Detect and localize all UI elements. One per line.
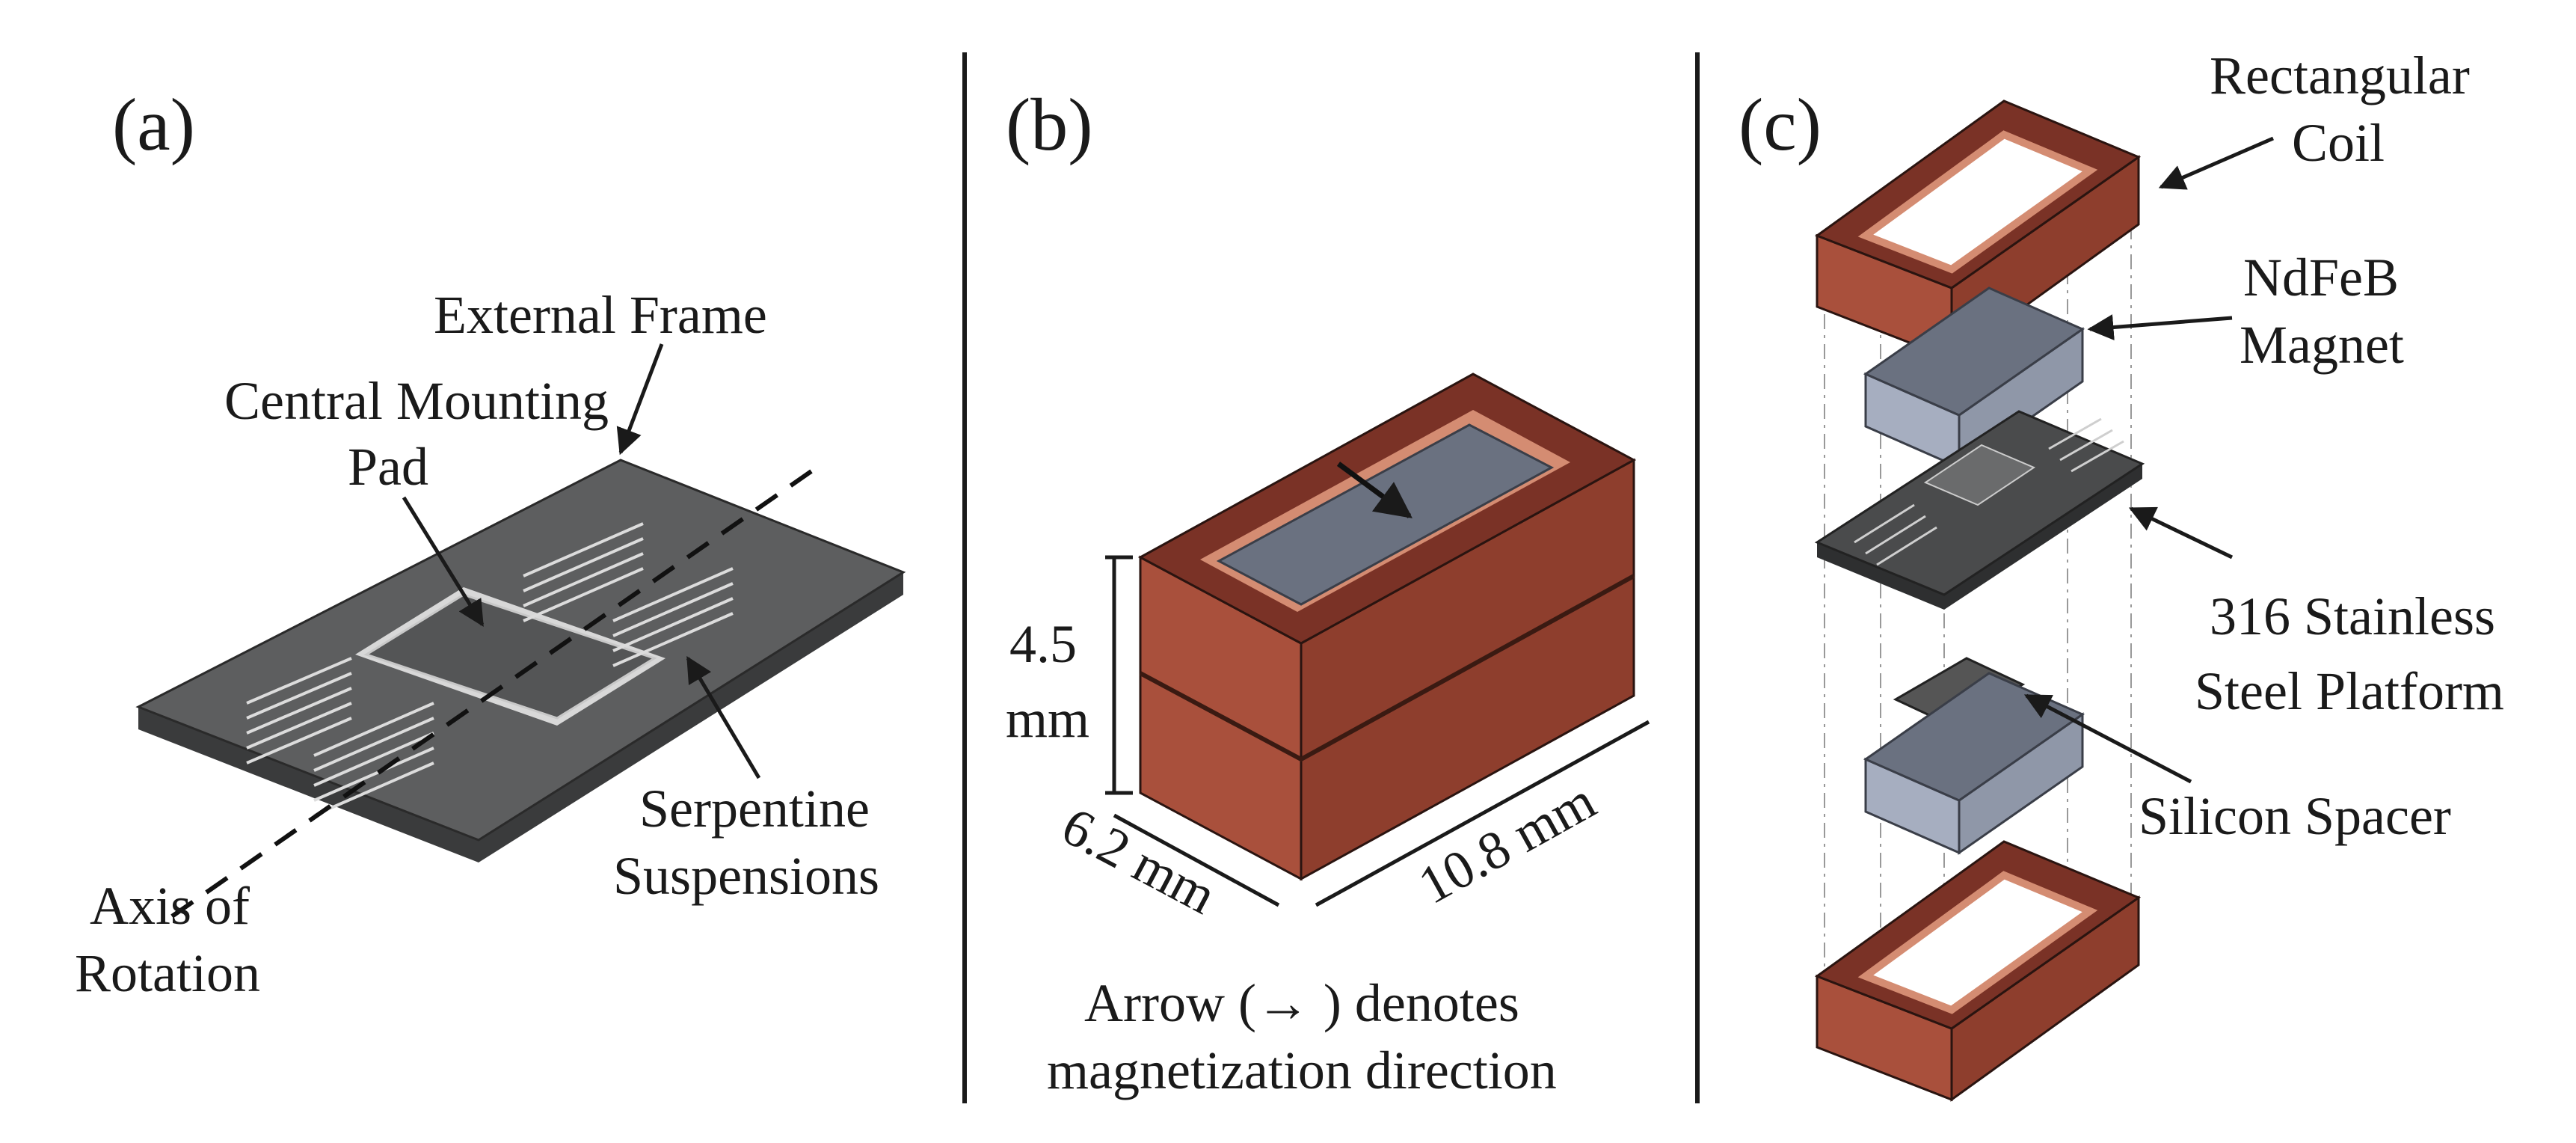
platform-label-line2: Steel Platform (2195, 661, 2504, 721)
serpentine-left-lower (313, 702, 434, 817)
caption-line1: Arrow (→ ) denotes (1084, 973, 1519, 1033)
serpentine-left-upper (246, 657, 352, 764)
magnet-arrow (2087, 314, 2233, 340)
central-mounting-pad-label-line2: Pad (348, 437, 428, 497)
coil-seam (1139, 574, 1635, 762)
serpentine-label-line2: Suspensions (613, 846, 879, 906)
axis-label-line2: Rotation (75, 943, 260, 1003)
panel-b-letter: (b) (1006, 83, 1093, 166)
serpentine-right-lower (612, 567, 734, 667)
serpentine-arrow (686, 655, 761, 779)
length-dimension-line (1315, 720, 1650, 907)
plate-side (138, 572, 903, 862)
panel-c-letter: (c) (1739, 83, 1822, 166)
coil-label-line1: Rectangular (2210, 46, 2470, 105)
spacer-label: Silicon Spacer (2139, 786, 2451, 846)
height-unit-label: mm (1006, 689, 1089, 749)
caption-line2: magnetization direction (1047, 1041, 1557, 1100)
panel-c: (c) (1739, 46, 2504, 1102)
panel-a-letter: (a) (112, 83, 195, 166)
steel-platform (1814, 410, 2145, 610)
coil-arrow (2158, 136, 2274, 190)
central-mounting-pad-label-line1: Central Mounting (224, 371, 609, 431)
external-frame-arrow (616, 343, 664, 456)
panel-a: (a) External Frame Central Mounting Pad (75, 83, 906, 1003)
axis-of-rotation-line (170, 469, 813, 919)
central-mounting-pad (363, 593, 657, 720)
external-frame-label: External Frame (434, 285, 767, 345)
coil-bottom-opening (1857, 871, 2098, 1014)
axis-label-line1: Axis of (90, 876, 250, 936)
platform-pad (1923, 444, 2036, 506)
coil-label-line2: Coil (2292, 113, 2385, 173)
serpentine-label-line1: Serpentine (639, 779, 870, 839)
panel-b: (b) 4.5 mm 6.2 mm 10.8 mm Arrow (→ ) (1006, 83, 1650, 1100)
serpentine-right-upper (523, 522, 644, 622)
coil-top-opening (1857, 130, 2098, 274)
central-mounting-pad-arrow (402, 496, 485, 627)
magnet-label-line2: Magnet (2240, 315, 2404, 375)
platform-label-line1: 316 Stainless (2210, 586, 2495, 646)
rectangular-coil-bottom (1814, 840, 2142, 1102)
magnet-label-line1: NdFeB (2243, 248, 2399, 307)
spacer-arrow (2023, 693, 2192, 784)
width-dimension-line (1113, 813, 1280, 907)
platform-arrow (2128, 506, 2234, 560)
height-value-label: 4.5 (1009, 614, 1077, 674)
magnetization-arrow (1336, 462, 1413, 518)
